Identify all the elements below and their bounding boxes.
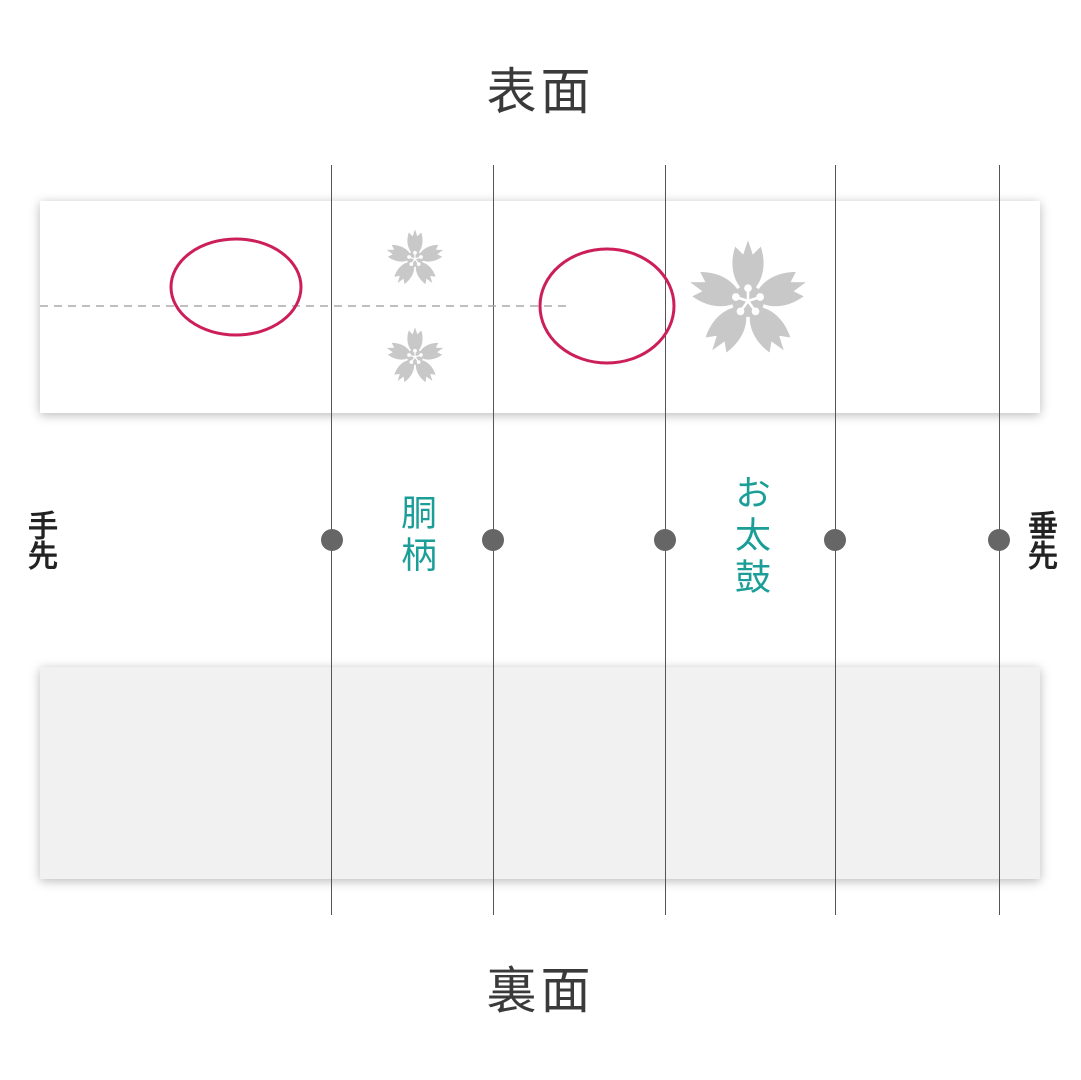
- division-dot-1: [321, 529, 343, 551]
- otaiko-label: お太鼓: [729, 474, 770, 600]
- division-dot-2: [482, 529, 504, 551]
- division-dot-4: [824, 529, 846, 551]
- back-side-title: 裏面: [486, 962, 595, 1020]
- tesaki-label: 手先: [22, 510, 57, 570]
- marker-ellipse-right: [538, 247, 676, 365]
- front-side-title: 表面: [486, 63, 595, 121]
- dougara-label: 胴柄: [395, 494, 436, 578]
- division-dot-5: [988, 529, 1010, 551]
- marker-ellipse-left: [169, 237, 303, 337]
- division-dot-3: [654, 529, 676, 551]
- obi-back-panel: [40, 667, 1040, 879]
- sakura-icon: [384, 229, 445, 287]
- sakura-icon: [685, 240, 810, 359]
- tarusaki-label: 垂先: [1022, 510, 1057, 570]
- sakura-icon: [384, 327, 445, 385]
